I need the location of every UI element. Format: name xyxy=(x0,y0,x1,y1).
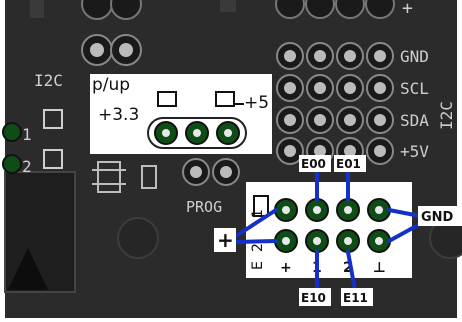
left-number-1: 1 xyxy=(22,125,32,144)
prog-side-upper: 1 xyxy=(250,209,266,218)
left-pad-square-1 xyxy=(43,109,63,129)
callout-plus: + xyxy=(214,228,236,252)
component-outline-2 xyxy=(141,165,157,189)
callout-e01: E01 xyxy=(334,155,366,172)
scl-label: SCL xyxy=(400,79,429,98)
top-plus-label: + xyxy=(402,0,413,19)
prog-side-e: E xyxy=(250,261,266,270)
sda-label: SDA xyxy=(400,111,429,130)
left-pad-round-2 xyxy=(2,154,22,174)
prog-pads xyxy=(182,158,240,186)
callout-plus-text: + xyxy=(217,228,234,252)
blue-wires xyxy=(234,168,422,292)
plus5v-label: +5V xyxy=(400,142,429,161)
callout-gnd: GND xyxy=(418,206,462,226)
callout-e10: E10 xyxy=(299,288,331,306)
component-outline-1 xyxy=(97,161,121,193)
pullup-highlight-box: p/up +3.3 +5 xyxy=(90,74,272,154)
prog-mark-2: 2 xyxy=(343,260,353,276)
pullup-left-label: +3.3 xyxy=(98,105,139,125)
top-pad-row: + xyxy=(30,0,413,20)
mounting-hole xyxy=(117,217,159,259)
left-pad-round-1 xyxy=(2,122,22,142)
i2c-jumper-pads xyxy=(81,34,142,66)
i2c-left-label: I2C xyxy=(34,71,63,90)
callout-e10-text: E10 xyxy=(301,291,326,305)
left-pad-square-2 xyxy=(43,149,63,169)
left-triangle-mark xyxy=(8,248,48,290)
prog-mark-plus: + xyxy=(280,260,292,276)
callout-e00: E00 xyxy=(299,155,331,172)
callout-e00-text: E00 xyxy=(301,157,326,171)
prog-mark-ground: ⊥ xyxy=(373,260,386,276)
callout-e01-text: E01 xyxy=(336,157,361,171)
prog-side-lower: 2 xyxy=(250,243,266,252)
callout-e11-text: E11 xyxy=(343,291,368,305)
left-number-2: 2 xyxy=(22,157,32,176)
callout-e11: E11 xyxy=(341,288,373,306)
prog-highlight-box: 1 2 E + 1 2 ⊥ xyxy=(246,182,412,278)
pullup-title: p/up xyxy=(92,75,130,95)
i2c-right-label: I2C xyxy=(437,101,456,130)
callout-gnd-text: GND xyxy=(421,210,454,225)
gnd-label: GND xyxy=(400,47,429,66)
pullup-right-label: +5 xyxy=(244,93,269,113)
prog-label: PROG xyxy=(186,198,222,216)
